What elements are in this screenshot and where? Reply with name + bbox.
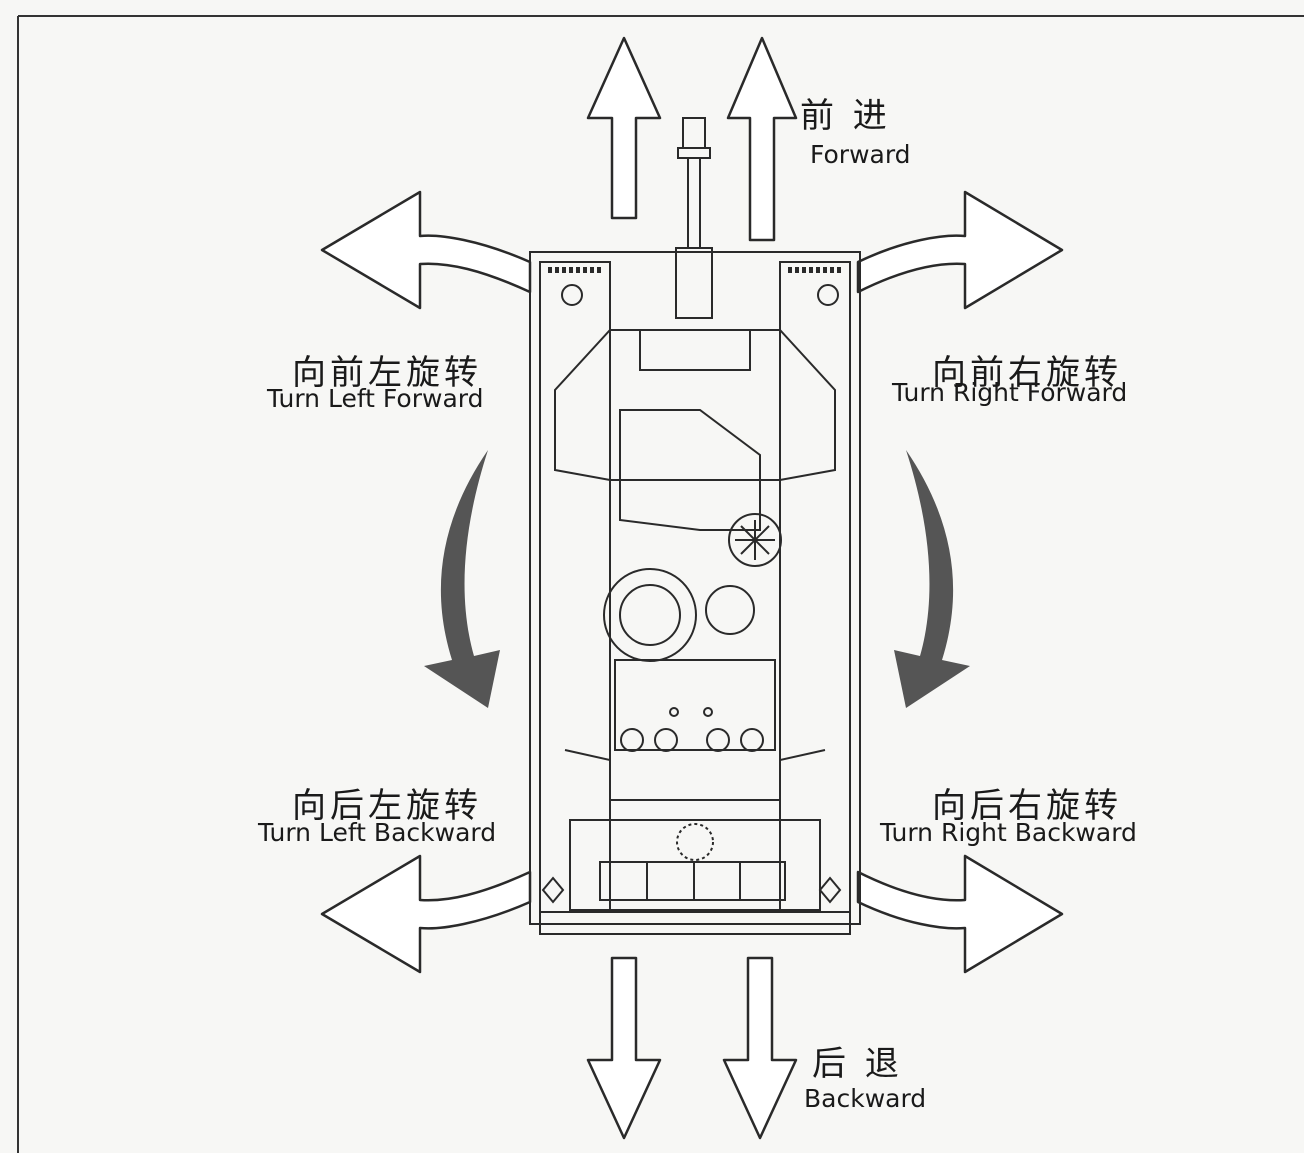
right-track <box>779 261 851 913</box>
commander-hatch-ring <box>603 568 697 662</box>
left-forward-label-cn: 向前左旋转 <box>292 353 482 393</box>
turret-top <box>619 409 761 531</box>
hatch-wheel <box>728 513 782 567</box>
rear-lights-panel <box>599 861 786 901</box>
right-backward-label-cn: 向后右旋转 <box>932 786 1122 826</box>
left-backward-arrow <box>320 854 532 974</box>
deck-bolt <box>706 728 730 752</box>
speaker-grille <box>676 823 714 861</box>
right-forward-label-en: Turn Right Forward <box>892 378 1128 407</box>
left-headlight <box>561 284 583 306</box>
deck-bolt <box>740 728 764 752</box>
turret-outline <box>554 329 836 481</box>
engine-deck <box>614 659 776 751</box>
rear-deck-edge <box>564 749 826 801</box>
forward-arrow-left <box>586 36 662 220</box>
deck-bolt <box>620 728 644 752</box>
deck-rivet <box>669 707 679 717</box>
turret-front-plate <box>639 329 751 371</box>
right-backward-arrow <box>856 854 1064 974</box>
left-forward-arrow <box>320 190 532 310</box>
deck-rivet <box>703 707 713 717</box>
right-forward-label-cn: 向前右旋转 <box>932 353 1122 393</box>
left-track <box>539 261 611 913</box>
rear-plate <box>569 819 821 911</box>
backward-arrow-left <box>586 956 662 1140</box>
hatch-spoke <box>740 525 770 555</box>
barrel-mantlet <box>675 247 713 319</box>
loader-hatch <box>705 585 755 635</box>
rear-right-reflector <box>818 876 842 904</box>
forward-arrow-right <box>726 36 798 242</box>
right-backward-label-en: Turn Right Backward <box>880 818 1137 847</box>
rear-bumper <box>539 911 851 935</box>
rotate-right-arrow <box>894 450 970 708</box>
barrel-tip <box>682 117 706 149</box>
forward-label-en: Forward <box>810 140 911 169</box>
forward-label-cn: 前 进 <box>800 96 891 136</box>
backward-label-en: Backward <box>804 1084 927 1113</box>
commander-hatch <box>619 584 681 646</box>
barrel-muzzle <box>677 147 711 159</box>
deck-bolt <box>654 728 678 752</box>
left-backward-label-en: Turn Left Backward <box>258 818 497 847</box>
left-forward-label-en: Turn Left Forward <box>267 384 484 413</box>
left-backward-label-cn: 向后左旋转 <box>292 786 482 826</box>
right-headlight <box>817 284 839 306</box>
rear-left-reflector <box>541 876 565 904</box>
barrel <box>687 157 701 249</box>
rotate-left-arrow <box>424 450 500 708</box>
backward-label-cn: 后 退 <box>812 1044 903 1084</box>
right-forward-arrow <box>856 190 1064 310</box>
backward-arrow-right <box>722 956 798 1140</box>
tank-top-view <box>529 117 861 935</box>
tank-hull <box>529 251 861 925</box>
